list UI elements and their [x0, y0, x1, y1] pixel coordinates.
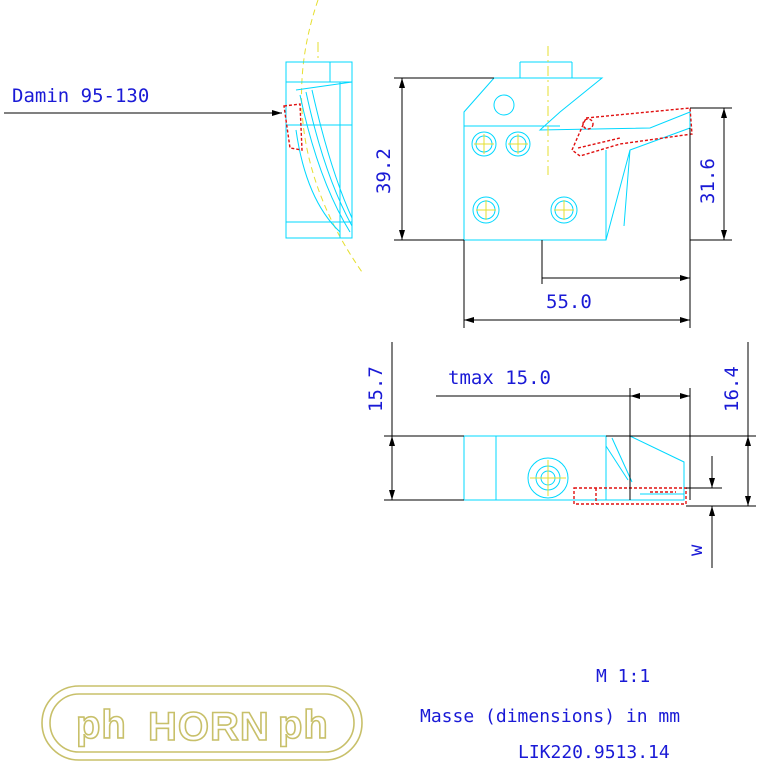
svg-text:w: w — [685, 544, 707, 556]
front-view — [463, 46, 693, 241]
logo-right-mark: ph — [278, 703, 329, 747]
svg-text:39.2: 39.2 — [373, 148, 395, 194]
front-body — [463, 77, 691, 241]
logo-left-mark: ph — [76, 703, 127, 747]
dim-16-4: 16.4 — [606, 342, 756, 507]
dim-tmax: tmax 15.0 — [436, 367, 691, 500]
dim-15-7: 15.7 — [365, 342, 464, 501]
logo-text: HORN — [148, 705, 270, 749]
dim-39-2: 39.2 — [373, 77, 494, 241]
svg-text:31.6: 31.6 — [697, 158, 719, 204]
hole-4 — [550, 196, 578, 224]
dim-55-0: 55.0 — [463, 240, 690, 328]
svg-text:55.0: 55.0 — [546, 291, 592, 313]
svg-text:tmax 15.0: tmax 15.0 — [448, 367, 551, 389]
top-body — [463, 435, 607, 501]
part-number: LIK220.9513.14 — [518, 742, 670, 763]
top-view — [463, 435, 687, 505]
side-body — [285, 61, 353, 239]
horn-logo: ph HORN ph — [41, 685, 363, 761]
dim-31-6: 31.6 — [689, 107, 732, 328]
side-view — [283, 0, 363, 273]
hole-3 — [472, 196, 500, 224]
svg-text:15.7: 15.7 — [365, 366, 387, 412]
title-block: M 1:1 Masse (dimensions) in mm LIK220.95… — [420, 666, 680, 763]
damin-arc — [301, 0, 363, 273]
damin-label: Damin 95-130 — [12, 85, 149, 107]
scale-label: M 1:1 — [596, 666, 650, 687]
dim-w: w — [685, 456, 722, 568]
hole-2 — [505, 131, 531, 157]
hole-1 — [471, 131, 497, 157]
damin-callout: Damin 95-130 — [4, 85, 282, 116]
units-label: Masse (dimensions) in mm — [420, 706, 680, 727]
svg-text:16.4: 16.4 — [721, 366, 743, 412]
